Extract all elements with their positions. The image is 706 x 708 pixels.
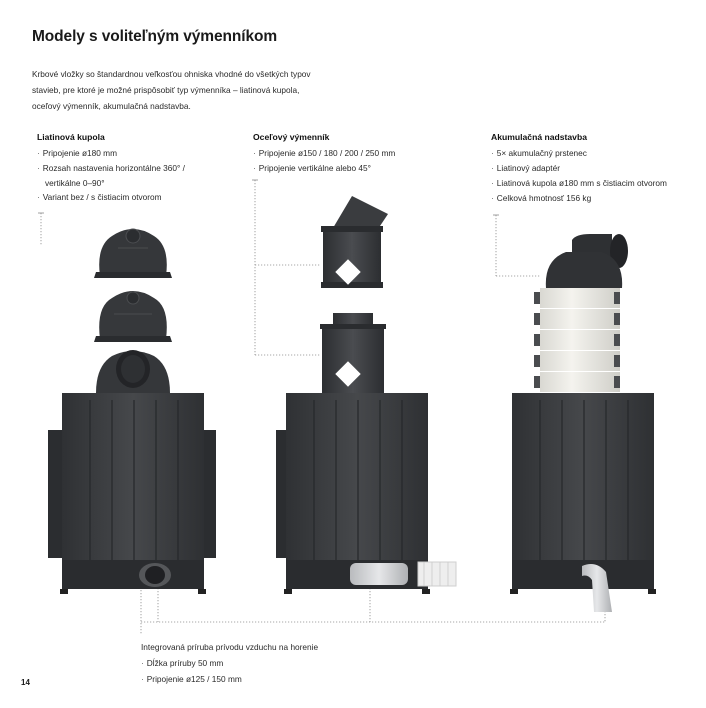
column-steel-exchanger: Oceľový výmenník ·Pripojenie ø150 / 180 …	[253, 132, 395, 176]
intro-line: stavieb, pre ktoré je možné prispôsobiť …	[32, 85, 300, 95]
stove-accumulation-extension	[510, 234, 656, 612]
page-title: Modely s voliteľným výmenníkom	[32, 28, 278, 45]
column-heading: Liatinová kupola	[37, 132, 105, 142]
column-cast-iron-dome: Liatinová kupola ·Pripojenie ø180 mm ·Ro…	[37, 132, 185, 205]
list-item: ·Celková hmotnosť 156 kg	[491, 193, 592, 203]
list-item-continuation: vertikálne 0–90°	[45, 178, 105, 188]
list-item: ·Liatinový adaptér	[491, 163, 560, 173]
intro-line: oceľový výmenník, akumulačná nadstavba.	[32, 101, 191, 111]
column-heading: Akumulačná nadstavba	[491, 132, 587, 142]
page-number: 14	[21, 678, 30, 687]
intro-line: Krbové vložky so štandardnou veľkosťou o…	[32, 69, 311, 79]
list-item: ·Pripojenie ø180 mm	[37, 148, 118, 158]
dome-loose-1	[94, 228, 172, 278]
column-heading: Oceľový výmenník	[253, 132, 330, 142]
air-supply-flange-notes: Integrovaná príruba prívodu vzduchu na h…	[141, 639, 318, 687]
stove-cast-iron-dome	[48, 228, 216, 594]
list-item: ·5× akumulačný prstenec	[491, 148, 587, 158]
list-item: ·Pripojenie vertikálne alebo 45°	[253, 163, 371, 173]
list-item: ·Pripojenie ø150 / 180 / 200 / 250 mm	[253, 148, 396, 158]
intro-paragraph: Krbové vložky so štandardnou veľkosťou o…	[32, 66, 362, 114]
list-item: ·Liatinová kupola ø180 mm s čistiacim ot…	[491, 178, 667, 188]
leader-ticks	[38, 179, 499, 216]
column-accumulation-extension: Akumulačná nadstavba ·5× akumulačný prst…	[491, 132, 667, 206]
list-item: ·Variant bez / s čistiacim otvorom	[37, 192, 162, 202]
stove-steel-exchanger	[276, 196, 457, 594]
dome-loose-2	[94, 291, 172, 342]
leader-lines	[40, 180, 606, 635]
list-item: ·Pripojenie ø125 / 150 mm	[141, 674, 242, 684]
exchanger-loose	[321, 196, 388, 288]
flange-heading: Integrovaná príruba prívodu vzduchu na h…	[141, 642, 319, 652]
accumulation-rings	[534, 288, 620, 392]
list-item: ·Dĺžka príruby 50 mm	[141, 658, 224, 668]
list-item: ·Rozsah nastavenia horizontálne 360° /	[37, 163, 185, 173]
